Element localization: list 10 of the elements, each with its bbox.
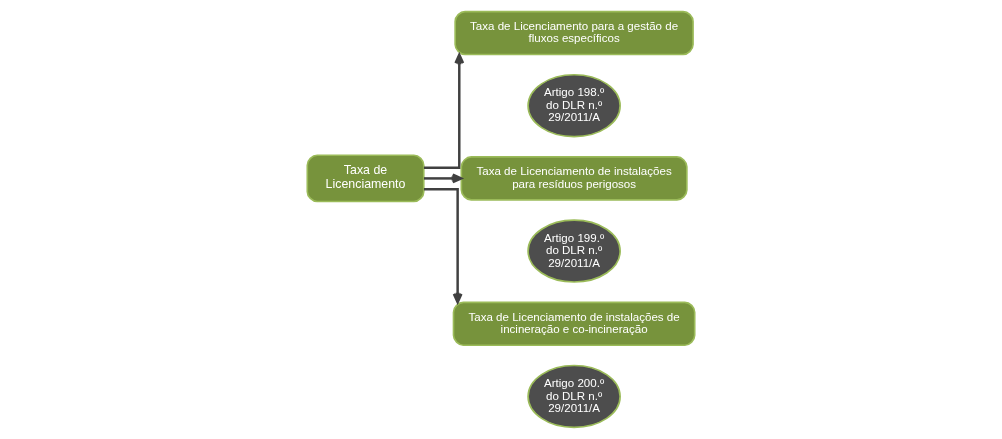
arrow: [423, 53, 465, 169]
node-box: Taxa de Licenciamento de instalações de incineração e co-incineração: [452, 301, 696, 347]
arrow: [423, 173, 463, 184]
node-box: Taxa de Licenciamento: [306, 154, 425, 203]
node-ellipse: Artigo 200.º do DLR n.º 29/2011/A: [527, 364, 621, 429]
node-ellipse: Artigo 199.º do DLR n.º 29/2011/A: [527, 219, 621, 283]
node-box: Taxa de Licenciamento de instalações para resíduos perigosos: [460, 156, 688, 201]
arrow: [423, 187, 463, 304]
node-box: Taxa de Licenciamento para a gestão de fluxos específicos: [454, 10, 694, 56]
node-ellipse: Artigo 198.º do DLR n.º 29/2011/A: [527, 73, 621, 138]
